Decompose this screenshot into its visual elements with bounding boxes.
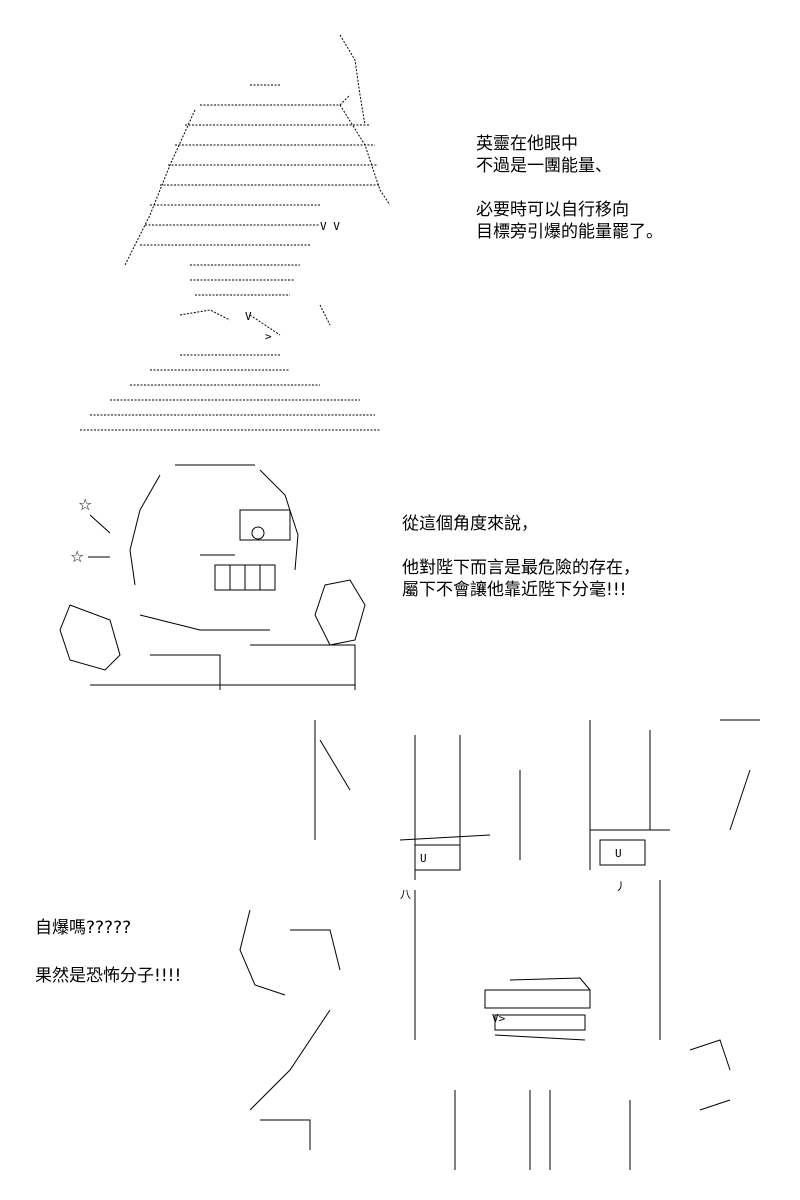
caption-panel-3: 自爆嗎????? 果然是恐怖分子!!!!: [35, 917, 181, 987]
caption-panel-1: 英靈在他眼中 不過是一團能量、 必要時可以自行移向 目標旁引爆的能量罷了。: [476, 133, 663, 243]
caption-panel-2: 從這個角度來說， 他對陛下而言是最危險的存在， 屬下不會讓他靠近陛下分毫!!!: [402, 513, 640, 601]
dizzy-character-art: ☆ ☆: [50, 455, 370, 695]
hooded-figure-art: V V V >: [20, 15, 390, 440]
panel-3: U U V> 八 丿 自爆嗎????? 果然是恐怖分子!!!!: [0, 700, 800, 1200]
caption-line: 果然是恐怖分子!!!!: [35, 966, 182, 986]
caption-line: 屬下不會讓他靠近陛下分毫!!!: [402, 580, 627, 600]
svg-text:U: U: [615, 847, 622, 860]
caption-line: 不過是一團能量、: [476, 156, 612, 176]
panel-2: ☆ ☆ 從這個角度來說， 他對陛下而言是最危險的存在， 屬下不會讓他靠近陛下分毫…: [0, 450, 800, 700]
star-icon: ☆: [70, 547, 84, 566]
star-icon: ☆: [78, 495, 92, 514]
panel-1: V V V > 英靈在他眼中 不過是一團能量、 必要時可以自行移向 目標旁引爆的…: [0, 0, 800, 450]
svg-text:八: 八: [400, 888, 411, 901]
caption-line: 必要時可以自行移向: [476, 200, 629, 220]
svg-text:V: V: [245, 310, 252, 323]
caption-line: 目標旁引爆的能量罷了。: [476, 222, 663, 242]
caption-line: 英靈在他眼中: [476, 134, 578, 154]
caption-line: 他對陛下而言是最危險的存在，: [402, 558, 640, 578]
svg-text:U: U: [420, 852, 427, 865]
svg-text:V V: V V: [320, 220, 340, 233]
svg-text:V>: V>: [492, 1012, 506, 1025]
caption-line: 從這個角度來說，: [402, 514, 538, 534]
shocked-character-art: U U V> 八 丿: [230, 710, 780, 1170]
caption-line: 自爆嗎?????: [35, 918, 132, 938]
svg-text:丿: 丿: [615, 880, 626, 893]
svg-text:>: >: [265, 330, 272, 343]
